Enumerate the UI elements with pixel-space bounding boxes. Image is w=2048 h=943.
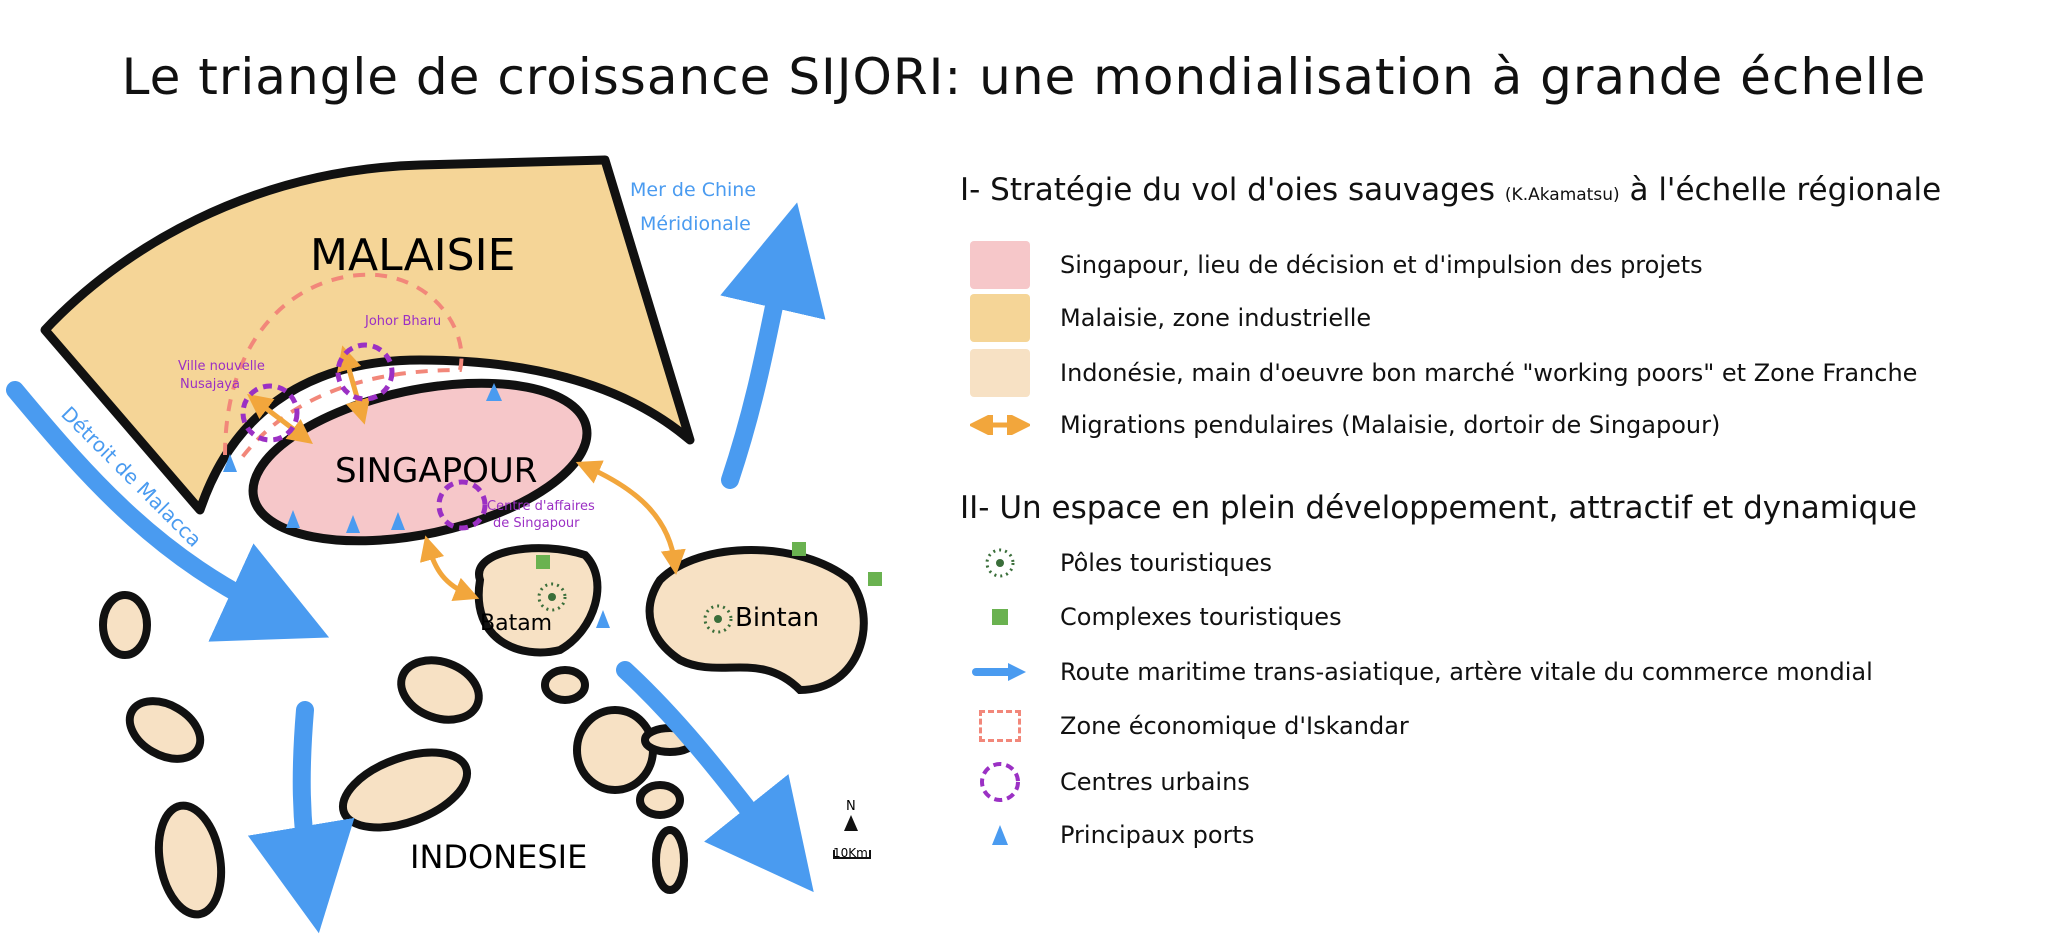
north-label: N <box>846 799 856 814</box>
legend-item-poles: Pôles touristiques <box>970 538 1272 588</box>
legend-label: Principaux ports <box>1060 821 1255 849</box>
legend-label: Migrations pendulaires (Malaisie, dortoi… <box>1060 411 1721 439</box>
indonesia-islands <box>99 544 868 919</box>
legend-label: Indonésie, main d'oeuvre bon marché "wor… <box>1060 359 1918 387</box>
dashed-rect-icon <box>979 710 1021 742</box>
maritime-routes <box>6 202 826 934</box>
legend-label: Singapour, lieu de décision et d'impulsi… <box>1060 251 1703 279</box>
legend-part2-heading: II- Un espace en plein développement, at… <box>960 490 1917 526</box>
legend-label: Zone économique d'Iskandar <box>1060 712 1409 740</box>
migration-arrow <box>337 345 370 425</box>
migration-arrow <box>420 535 480 602</box>
bintan-island <box>645 546 868 695</box>
legend-label: Malaisie, zone industrielle <box>1060 304 1372 332</box>
label-batam: Batam <box>480 611 552 636</box>
label-indonesia: INDONESIE <box>410 838 587 876</box>
legend-item-iskandar: Zone économique d'Iskandar <box>970 701 1409 751</box>
legend-item-migration: Migrations pendulaires (Malaisie, dortoi… <box>970 400 1720 450</box>
singapore-island <box>248 378 592 546</box>
part1-title: I- Stratégie du vol d'oies sauvages <box>960 172 1496 208</box>
blue-arrow-icon <box>972 663 1026 681</box>
legend-label: Centres urbains <box>1060 768 1250 796</box>
map-canvas: MALAISIE SINGAPOUR INDONESIE Batam Binta… <box>6 155 882 934</box>
part1-author: (K.Akamatsu) <box>1504 185 1620 205</box>
label-cbd-1: Centre d'affaires <box>487 499 595 514</box>
route-arrow <box>720 202 826 489</box>
port-icon <box>346 515 360 533</box>
double-arrow-icon <box>970 415 1030 435</box>
port-icon <box>486 383 502 401</box>
port-icon <box>391 512 405 530</box>
legend-label: Complexes touristiques <box>1060 603 1342 631</box>
legend-item-route: Route maritime trans-asiatique, artère v… <box>970 647 1873 697</box>
legend-part1-heading: I- Stratégie du vol d'oies sauvages (K.A… <box>960 172 1941 208</box>
scale-bar <box>833 850 871 859</box>
part1-suffix: à l'échelle régionale <box>1629 172 1942 208</box>
legend-item-singapore: Singapour, lieu de décision et d'impulsi… <box>970 240 1703 290</box>
legend-item-indonesia: Indonésie, main d'oeuvre bon marché "wor… <box>970 348 1917 398</box>
orange-swatch <box>970 294 1030 342</box>
label-johor: Johor Bharu <box>364 314 441 329</box>
route-arrow <box>6 381 330 642</box>
legend-item-urban: Centres urbains <box>970 757 1250 807</box>
label-sea-2: Méridionale <box>640 213 751 235</box>
legend-item-ports: Principaux ports <box>970 810 1254 860</box>
ports <box>223 383 610 628</box>
migration-arrow <box>247 393 313 445</box>
migration-arrows <box>247 345 686 602</box>
scale-label: 10Km <box>833 846 868 860</box>
urban-centre-cbd <box>436 479 488 531</box>
port-icon <box>286 510 300 528</box>
dotted-circle-icon <box>985 548 1015 578</box>
label-bintan: Bintan <box>735 603 819 633</box>
dashed-circle-icon <box>980 762 1020 802</box>
tourist-complexes <box>536 542 882 586</box>
green-square-icon <box>992 609 1008 625</box>
iskandar-zone <box>223 272 464 462</box>
label-sea-1: Mer de Chine <box>630 179 756 201</box>
route-arrow <box>247 701 355 934</box>
urban-centre-johor <box>335 342 395 402</box>
urban-centre-nusajaya <box>240 383 300 443</box>
legend-label: Route maritime trans-asiatique, artère v… <box>1060 658 1873 686</box>
tourist-poles <box>537 582 733 634</box>
urban-centres <box>240 342 488 531</box>
map-title: Le triangle de croissance SIJORI: une mo… <box>121 48 1927 106</box>
label-singapore: SINGAPOUR <box>335 451 537 491</box>
port-icon <box>596 610 610 628</box>
legend-item-malaysia: Malaisie, zone industrielle <box>970 293 1371 343</box>
triangle-icon <box>992 825 1008 845</box>
label-nusajaya-1: Ville nouvelle <box>178 359 265 374</box>
legend-label: Pôles touristiques <box>1060 549 1273 577</box>
port-icon <box>223 454 237 472</box>
beige-swatch <box>970 349 1030 397</box>
label-cbd-2: de Singapour <box>493 516 580 531</box>
legend-item-complexes: Complexes touristiques <box>970 592 1342 642</box>
label-nusajaya-2: Nusajaya <box>180 377 240 392</box>
migration-arrow <box>575 460 686 575</box>
label-malaysia: MALAISIE <box>310 230 515 281</box>
pink-swatch <box>970 241 1030 289</box>
north-arrow-icon <box>844 815 858 831</box>
route-arrow <box>616 661 814 893</box>
